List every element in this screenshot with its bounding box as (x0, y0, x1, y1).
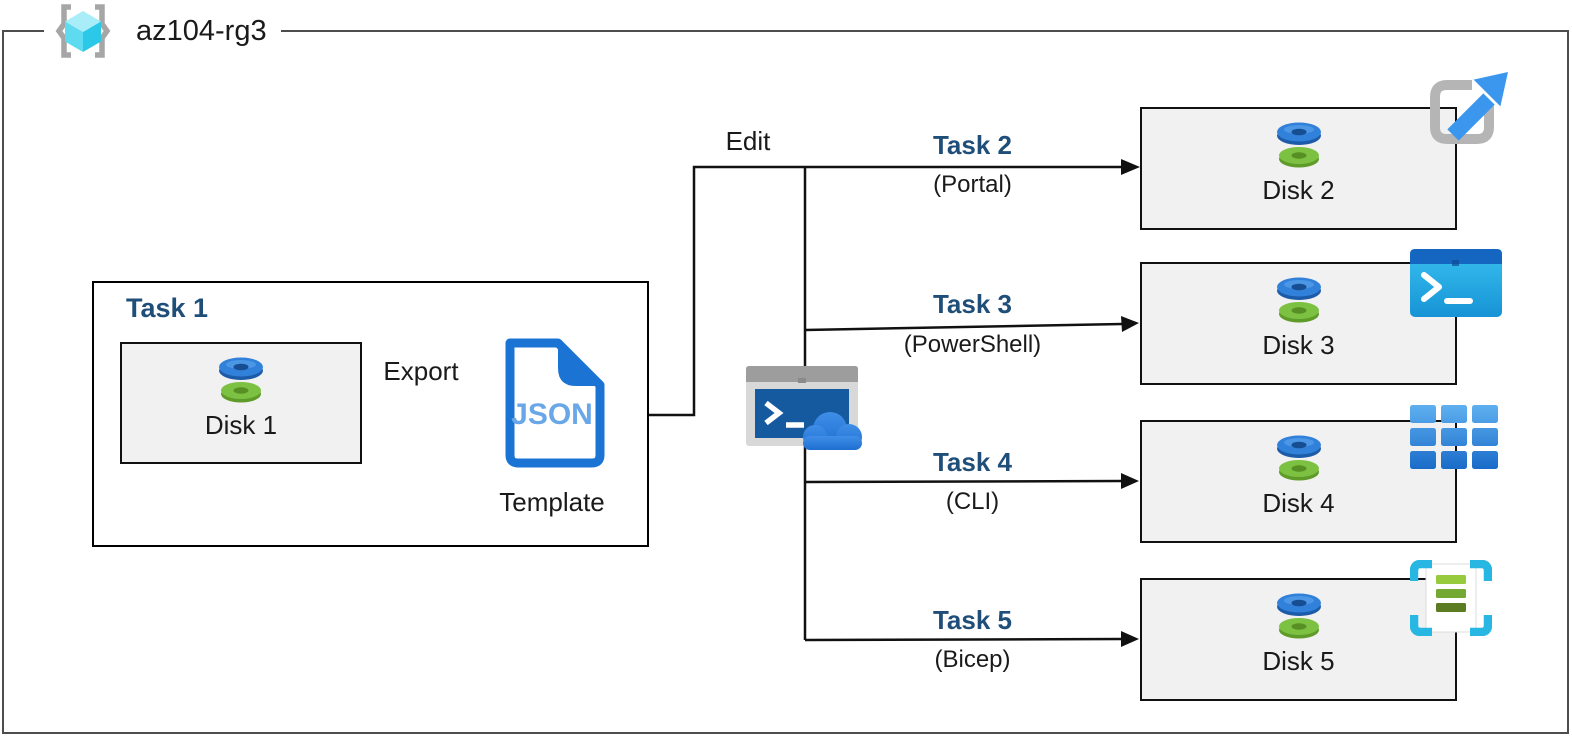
task5-arrow-line (804, 637, 1123, 642)
template-label: Template (499, 487, 605, 517)
disk1-label: Disk 1 (204, 410, 278, 440)
disk-icon (1276, 277, 1321, 323)
task5-method-label: (Bicep) (934, 646, 1011, 673)
task4-arrow-line (804, 479, 1123, 484)
disk2-box: Disk 2 (1140, 107, 1457, 230)
task5-label: Task 5 (932, 605, 1012, 635)
cloud-shell-icon (746, 366, 862, 450)
disk5-box: Disk 5 (1140, 578, 1457, 701)
disk2-label: Disk 2 (1262, 175, 1335, 205)
disk4-box: Disk 4 (1140, 420, 1457, 543)
task3-method-label: (PowerShell) (903, 331, 1042, 358)
disk-icon (1276, 593, 1321, 639)
disk3-label: Disk 3 (1262, 330, 1335, 360)
export-label: Export (383, 356, 459, 386)
task1-title: Task 1 (126, 293, 209, 323)
disk3-box: Disk 3 (1140, 262, 1457, 385)
bicep-template-icon (1410, 560, 1492, 636)
json-template-icon: JSON (505, 338, 605, 468)
edit-branch-line (647, 165, 1122, 417)
disk4-label: Disk 4 (1262, 488, 1335, 518)
resource-group-header: az104-rg3 (44, 2, 281, 60)
task2-label: Task 2 (932, 130, 1012, 160)
task3-arrowhead (1121, 316, 1139, 332)
task3-arrow-line (804, 322, 1123, 332)
task4-arrowhead (1121, 473, 1139, 489)
azure-portal-icon (1430, 72, 1508, 144)
task3-label: Task 3 (932, 289, 1012, 319)
azure-cli-icon (1410, 405, 1498, 469)
task5-arrowhead (1121, 631, 1139, 647)
task2-arrowhead (1121, 159, 1140, 175)
disk-icon (1276, 122, 1321, 168)
task4-label: Task 4 (932, 447, 1012, 477)
edit-label: Edit (725, 126, 771, 156)
disk5-label: Disk 5 (1262, 646, 1335, 676)
resource-group-name: az104-rg3 (136, 14, 267, 47)
cloud-glyph (803, 412, 862, 450)
task4-method-label: (CLI) (945, 488, 1000, 515)
task2-method-label: (Portal) (933, 171, 1012, 198)
resource-group-icon (55, 4, 111, 58)
disk1-box: Disk 1 (120, 342, 362, 464)
json-badge-text: JSON (511, 398, 593, 431)
disk-icon (1276, 435, 1321, 481)
disk-icon (219, 357, 263, 403)
powershell-icon (1410, 249, 1502, 317)
resource-group-border (2, 30, 1569, 734)
